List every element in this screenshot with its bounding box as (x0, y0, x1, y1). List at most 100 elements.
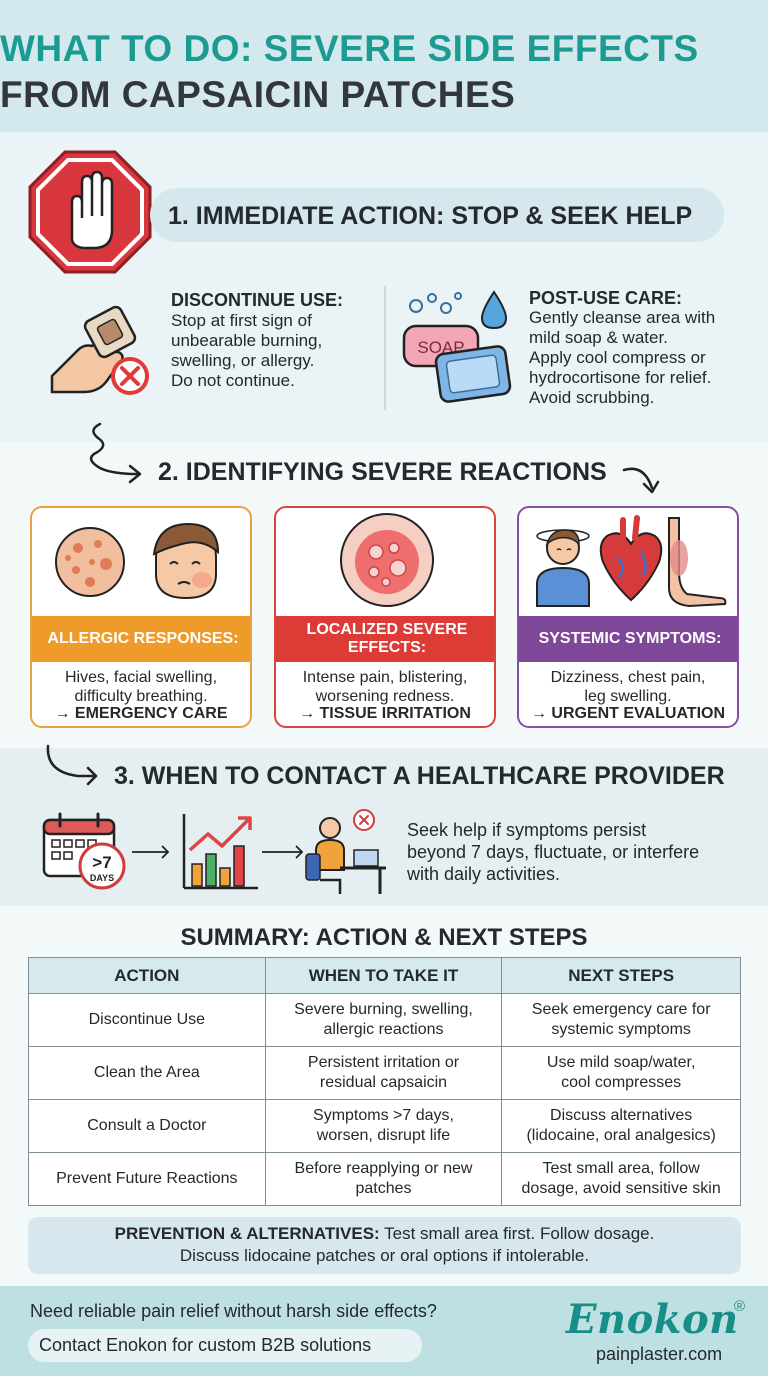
summary-heading: SUMMARY: ACTION & NEXT STEPS (180, 924, 588, 951)
cell-line: dosage, avoid sensitive skin (521, 1180, 721, 1197)
card-line: leg swelling. (584, 688, 672, 705)
card-allergic-responses: ALLERGIC RESPONSES: Hives, facial swelli… (30, 506, 252, 728)
discontinue-line: Do not continue. (171, 371, 295, 390)
card-title: ALLERGIC RESPONSES: (32, 616, 250, 662)
cell-line: Test small area, follow (542, 1160, 700, 1177)
prevention-line1-text: Test small area first. Follow dosage. (379, 1224, 655, 1243)
cell-line: systemic symptoms (551, 1021, 691, 1038)
card-title: SYSTEMIC SYMPTOMS: (519, 616, 737, 662)
cell-line: worsen, disrupt life (316, 1127, 451, 1144)
when-cell: Symptoms >7 days, worsen, disrupt life (264, 1099, 503, 1153)
card-line: Intense pain, blistering, (302, 669, 468, 686)
cell-line: Persistent irritation or (307, 1054, 460, 1071)
cell-line: Before reapplying or new (294, 1160, 473, 1177)
card-description: Hives, facial swelling, difficulty breat… (38, 668, 244, 706)
discontinue-line: unbearable burning, (171, 331, 323, 350)
squiggle-arrow-icon (89, 422, 142, 484)
arrow-right-icon (262, 845, 304, 859)
card-tag: → EMERGENCY CARE (54, 705, 228, 722)
post-use-care-title: POST-USE CARE: (529, 288, 683, 308)
section1-divider (384, 286, 386, 410)
when-cell: Persistent irritation or residual capsaic… (264, 1046, 503, 1100)
section3-line: with daily activities. (407, 864, 561, 884)
rising-chart-icon (182, 814, 258, 890)
post-use-line: mild soap & water. (529, 328, 668, 347)
cell-line: patches (355, 1180, 412, 1197)
when-cell: Before reapplying or new patches (264, 1152, 503, 1206)
hives-and-swollen-face-icon (55, 522, 220, 600)
card-line: worsening redness. (315, 688, 455, 705)
prevention-line2: Discuss lidocaine patches or oral option… (179, 1246, 590, 1265)
column-header: ACTION (28, 957, 266, 994)
soap-and-compress-icon: SOAP (402, 290, 512, 403)
website-link[interactable]: painplaster.com (596, 1344, 723, 1364)
action-cell: Clean the Area (28, 1046, 266, 1100)
cell-line: Use mild soap/water, (546, 1054, 696, 1071)
hand-removing-patch-icon (50, 305, 149, 395)
post-use-line: Gently cleanse area with (529, 308, 716, 327)
footer-question: Need reliable pain relief without harsh … (30, 1301, 437, 1321)
section3-line: beyond 7 days, fluctuate, or interfere (407, 842, 700, 862)
cell-line: Discuss alternatives (550, 1107, 693, 1124)
table-row: Discontinue Use Severe burning, swelling… (28, 993, 741, 1047)
calendar-badge: >7 (92, 853, 111, 872)
when-cell: Severe burning, swelling, allergic reacti… (264, 993, 503, 1047)
cell-line: residual capsaicin (319, 1074, 448, 1091)
cell-line: Symptoms >7 days, (313, 1107, 454, 1124)
section3-heading: 3. WHEN TO CONTACT A HEALTHCARE PROVIDER (114, 762, 725, 790)
prevention-line1: PREVENTION & ALTERNATIVES: Test small ar… (28, 1223, 741, 1245)
cell-line: Seek emergency care for (531, 1001, 711, 1018)
post-use-care-text: Gently cleanse area with mild soap & wat… (529, 308, 715, 408)
discontinue-use-title: DISCONTINUE USE: (171, 290, 344, 310)
header-banner (0, 0, 768, 132)
person-at-desk-icon (305, 809, 386, 894)
section2-heading: 2. IDENTIFYING SEVERE REACTIONS (158, 458, 607, 486)
arrow-right-icon (132, 845, 170, 859)
card-description: Dizziness, chest pain, leg swelling. (525, 668, 731, 706)
column-header: NEXT STEPS (501, 957, 741, 994)
discontinue-use-text: Stop at first sign of unbearable burning… (171, 311, 322, 391)
discontinue-line: Stop at first sign of (171, 311, 312, 330)
curved-arrow-down-icon (622, 467, 660, 494)
next-cell: Seek emergency care for systemic symptoms (501, 993, 741, 1047)
prevention-box: PREVENTION & ALTERNATIVES: Test small ar… (28, 1217, 741, 1274)
table-row: Prevent Future Reactions Before reapplyi… (28, 1152, 741, 1206)
curved-arrow-right-icon (46, 744, 98, 786)
next-cell: Discuss alternatives (lidocaine, oral ana… (501, 1099, 741, 1153)
stop-hand-icon (28, 150, 152, 274)
card-line: Dizziness, chest pain, (550, 669, 706, 686)
card-tag: → TISSUE IRRITATION (299, 705, 471, 722)
section1-heading-pill (150, 188, 724, 242)
section1-heading: 1. IMMEDIATE ACTION: STOP & SEEK HELP (168, 202, 693, 230)
cell-line: allergic reactions (323, 1021, 444, 1038)
cell-line: (lidocaine, oral analgesics) (526, 1127, 716, 1144)
column-header: WHEN TO TAKE IT (264, 957, 503, 994)
post-use-line: Avoid scrubbing. (529, 388, 655, 407)
table-row: Consult a Doctor Symptoms >7 days,worsen… (28, 1099, 741, 1153)
contact-cta-button[interactable]: Contact Enokon for custom B2B solutions (28, 1329, 422, 1362)
page-title-line2: FROM CAPSAICIN PATCHES (0, 74, 516, 115)
summary-table: ACTION WHEN TO TAKE IT NEXT STEPS Discon… (28, 957, 741, 1206)
calendar-badge-sub: DAYS (90, 873, 114, 883)
table-row: Clean the Area Persistent irritation or r… (28, 1046, 741, 1100)
next-cell: Test small area, follow dosage, avoid sen… (501, 1152, 741, 1206)
prevention-label: PREVENTION & ALTERNATIVES: (114, 1224, 380, 1243)
next-cell: Use mild soap/water,cool compresses (501, 1046, 741, 1100)
dizzy-heart-leg-icon (536, 515, 727, 608)
card-line: Hives, facial swelling, (64, 669, 218, 686)
action-cell: Prevent Future Reactions (28, 1152, 266, 1206)
calendar-icon: >7 DAYS (42, 812, 126, 890)
section3-text: Seek help if symptoms persist beyond 7 d… (407, 819, 757, 885)
action-cell: Discontinue Use (28, 993, 266, 1047)
discontinue-line: swelling, or allergy. (171, 351, 315, 370)
enokon-logo: Enokon (566, 1296, 739, 1343)
section-contact-provider (0, 748, 768, 906)
post-use-line: Apply cool compress or (529, 348, 706, 367)
blistered-skin-icon (340, 513, 434, 607)
escalation-flow-icons: >7 DAYS (42, 809, 386, 894)
page-title-line1: WHAT TO DO: SEVERE SIDE EFFECTS (0, 28, 699, 69)
card-description: Intense pain, blistering, worsening redn… (282, 668, 488, 706)
card-localized-effects: LOCALIZED SEVERE EFFECTS: Intense pain, … (274, 506, 496, 728)
card-tag: → URGENT EVALUATION (530, 705, 726, 722)
cell-line: Severe burning, swelling, (294, 1001, 473, 1018)
